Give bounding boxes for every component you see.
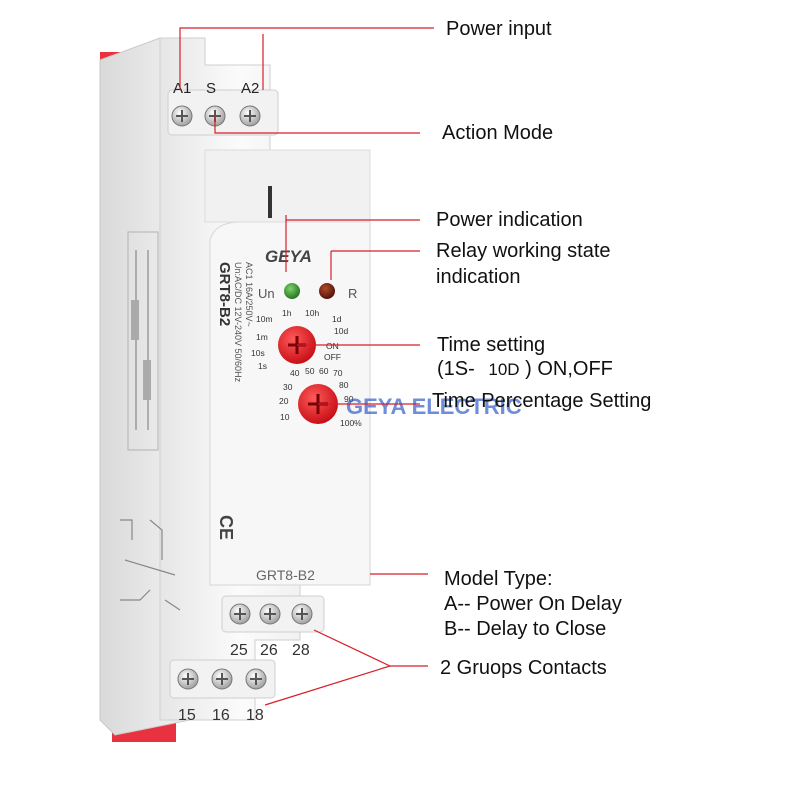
callout-time-setting-2: (1S- 10D ) ON,OFF — [437, 356, 613, 383]
percent-dial-mark: 70 — [333, 368, 343, 378]
terminal-label-26: 26 — [260, 642, 278, 659]
time-dial-mark: 10h — [305, 308, 319, 318]
power-led — [284, 283, 300, 299]
model-vertical-text: GRT8-B2 — [216, 262, 233, 326]
time-range-max: 10D — [488, 360, 520, 379]
callout-time-setting-1: Time setting — [437, 334, 546, 356]
terminal-screw-a2 — [239, 105, 261, 127]
terminal-label-15: 15 — [178, 707, 196, 724]
terminal-label-s: S — [206, 80, 216, 97]
time-dial-mark: 10s — [251, 348, 265, 358]
percent-dial-mark: 10 — [280, 412, 290, 422]
terminal-screw-16 — [211, 668, 233, 690]
terminal-screw-26 — [259, 603, 281, 625]
time-dial-mark: OFF — [324, 352, 341, 362]
callout-model-b: B-- Delay to Close — [444, 618, 607, 640]
callout-contacts: 2 Gruops Contacts — [440, 657, 607, 679]
time-dial-mark: 10m — [256, 314, 273, 324]
percent-dial-mark: 40 — [290, 368, 300, 378]
callout-lines — [179, 27, 434, 706]
callout-time-percentage: Time Percentage Setting — [432, 390, 652, 412]
callout-model-a: A-- Power On Delay — [444, 593, 622, 615]
rating-text-2: AC1 16A/250V~ — [244, 262, 254, 327]
terminal-screw-15 — [177, 668, 199, 690]
brand-logo: GEYA — [265, 247, 312, 266]
terminal-label-a2: A2 — [241, 80, 259, 97]
terminal-label-18: 18 — [246, 707, 264, 724]
time-dial-mark: ON — [326, 341, 339, 351]
percent-dial-mark: 30 — [283, 382, 293, 392]
time-dial-mark: 10d — [334, 326, 348, 336]
time-dial-mark: 1m — [256, 332, 268, 342]
terminal-label-28: 28 — [292, 642, 310, 659]
side-schematic — [120, 231, 181, 611]
time-dial-labels: 10m 1h 10h 1d 1m 10d 10s ON 1s OFF — [251, 308, 348, 371]
terminal-label-25: 25 — [230, 642, 248, 659]
percent-dial-mark: 80 — [339, 380, 349, 390]
front-face — [209, 221, 371, 586]
percent-dial-mark: 60 — [319, 366, 329, 376]
percent-dial-mark: 20 — [279, 396, 289, 406]
time-range-close: ) ON,OFF — [525, 358, 613, 380]
model-label: GRT8-B2 — [256, 567, 315, 583]
terminal-screw-25 — [229, 603, 251, 625]
led-r-label: R — [348, 286, 357, 301]
callout-action-mode: Action Mode — [442, 122, 554, 144]
time-dial-mark: 1h — [282, 308, 292, 318]
watermark: GEYA ELECTRIC — [346, 394, 522, 419]
terminal-label-a1: A1 — [173, 80, 191, 97]
time-dial-mark: 1d — [332, 314, 342, 324]
percent-dial-mark: 50 — [305, 366, 315, 376]
time-range-open: (1S- — [437, 358, 475, 380]
percent-dial-mark: 100% — [340, 418, 362, 428]
callout-relay-state-1: Relay working state — [436, 240, 611, 262]
terminal-screw-18 — [245, 668, 267, 690]
callout-power-input: Power input — [446, 18, 552, 40]
percent-dial-labels: 40 50 60 70 30 80 20 90 10 100% — [279, 366, 362, 428]
slot-mark — [268, 186, 272, 218]
housing-ridge — [204, 149, 371, 223]
callout-power-indication: Power indication — [436, 209, 583, 231]
terminal-screw-a1 — [171, 105, 193, 127]
terminal-label-16: 16 — [212, 707, 230, 724]
callout-model-type: Model Type: — [444, 568, 553, 590]
relay-led — [319, 283, 335, 299]
percent-dial-mark: 90 — [344, 394, 354, 404]
callout-relay-state-2: indication — [436, 266, 521, 288]
led-un-label: Un — [258, 286, 275, 301]
rating-text-1: Un:AC/DC 12V-240V 50/60Hz — [233, 262, 243, 383]
ce-mark: CE — [216, 515, 236, 540]
terminal-screw-28 — [291, 603, 313, 625]
time-dial-mark: 1s — [258, 361, 267, 371]
